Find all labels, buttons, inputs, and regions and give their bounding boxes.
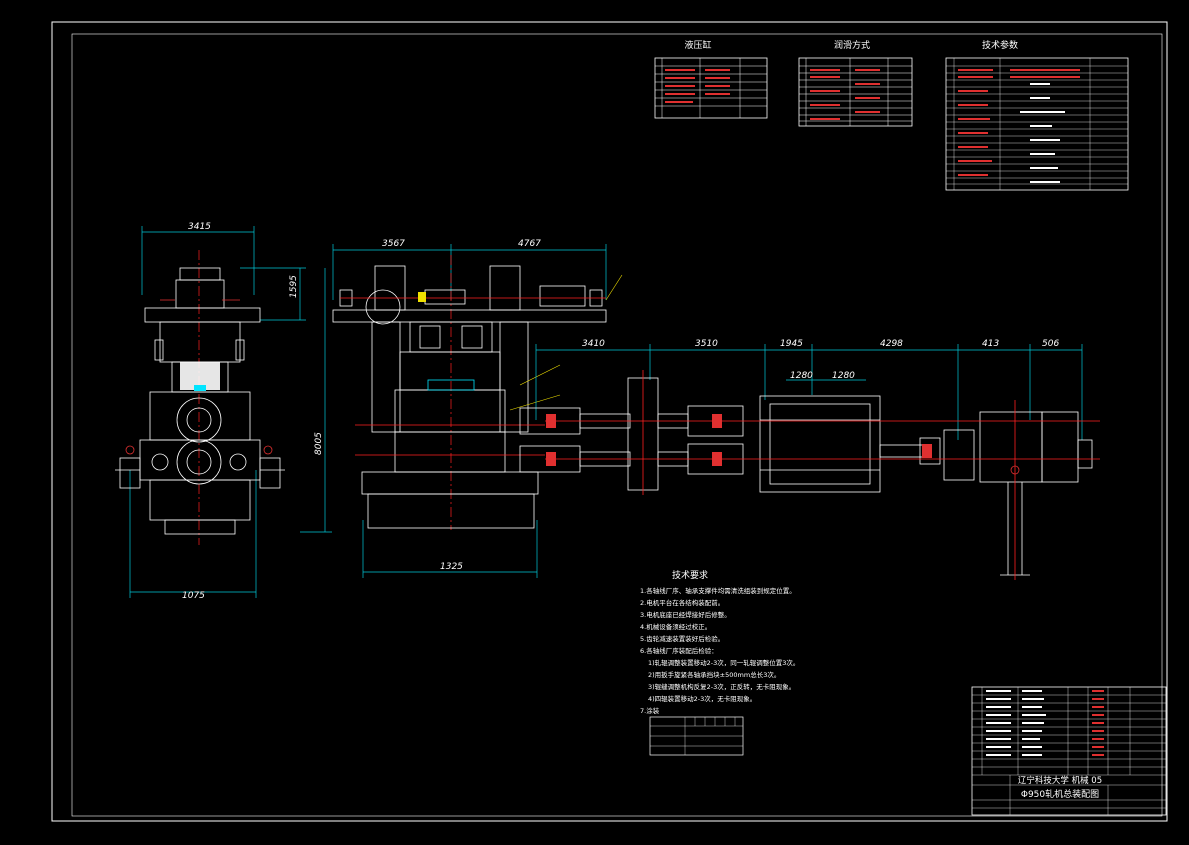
dim-drive-2: 3510 — [695, 339, 718, 349]
hydraulic-table-title: 液压缸 — [684, 39, 711, 51]
side-view: 3415 1595 8005 1075 — [115, 222, 332, 601]
tech-params-table-title: 技术参数 — [982, 39, 1018, 51]
tech-req-item: 4)四辊装置移动2-3次，无卡阻现象。 — [648, 694, 756, 703]
dim-drive-3: 1945 — [780, 339, 803, 349]
dim-side-height-small: 1595 — [289, 275, 299, 298]
dim-drive-6: 506 — [1042, 339, 1059, 349]
inner-border — [71, 33, 1163, 817]
dim-gearbox-b: 1280 — [832, 371, 855, 381]
dim-front-bottom: 1325 — [440, 562, 463, 572]
tech-req-item: 3.电机底座已经焊接好后修整。 — [640, 610, 731, 619]
hydraulic-table: 液压缸 — [654, 39, 768, 119]
lubrication-table-title: 润滑方式 — [834, 39, 870, 51]
dim-drive-5: 413 — [982, 339, 999, 349]
tech-req-item: 5.齿轮减速装置装好后检验。 — [640, 634, 724, 643]
outer-border — [51, 21, 1168, 822]
dim-side-bottom-width: 1075 — [182, 591, 205, 601]
dim-gearbox-a: 1280 — [790, 371, 813, 381]
dim-front-right: 4767 — [518, 239, 541, 249]
tech-req-item: 2.电机平台在各结构装配前。 — [640, 598, 724, 607]
tech-requirements: 技术要求 1.各轴线厂序、轴承支撑件均需清洗组装到规定位置。 2.电机平台在各结… — [640, 569, 799, 756]
tech-req-item: 6.各轴线厂序装配后检验： — [640, 646, 718, 655]
tech-req-item: 4.机械设备须经过校正。 — [640, 622, 711, 631]
tech-requirements-title: 技术要求 — [672, 569, 708, 581]
tech-req-item: 1)轧辊调整装置移动2-3次，同一轧辊调整位置3次。 — [648, 658, 799, 667]
lubrication-table: 润滑方式 — [798, 39, 913, 127]
tech-req-item: 2)用扳手旋紧各轴承挡块±500mm总长3次。 — [648, 670, 780, 679]
tech-params-table: 技术参数 — [945, 39, 1129, 191]
dim-side-total-height: 8005 — [314, 432, 324, 455]
front-view: 3567 4767 1325 — [332, 239, 623, 578]
drive-train: 3410 3510 1945 4298 413 506 1280 1280 — [519, 339, 1100, 580]
tech-req-item: 3)辊缝调整机构反复2-3次，正反转，无卡阻现象。 — [648, 682, 795, 691]
tech-req-item: 7.涂装 — [640, 706, 660, 715]
title-block-school: 辽宁科技大学 机械 05 — [1018, 775, 1102, 786]
dim-side-top-width: 3415 — [188, 222, 211, 232]
dim-drive-4: 4298 — [880, 339, 903, 349]
tech-req-item: 1.各轴线厂序、轴承支撑件均需清洗组装到规定位置。 — [640, 586, 796, 595]
dim-front-left: 3567 — [382, 239, 405, 249]
title-block: 辽宁科技大学 机械 05 Φ950轧机总装配图 — [971, 686, 1167, 816]
dim-drive-1: 3410 — [582, 339, 605, 349]
title-block-drawing-title: Φ950轧机总装配图 — [1021, 788, 1099, 800]
